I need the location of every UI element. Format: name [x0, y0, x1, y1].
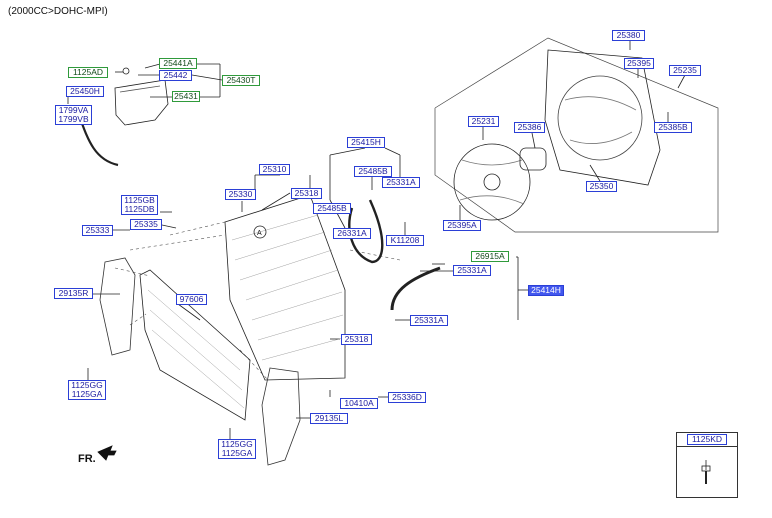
callout-1125GG-1125GA-left[interactable]: 1125GG 1125GA: [68, 380, 106, 400]
callout-25395A[interactable]: 25395A: [443, 220, 481, 231]
alignment-line: [169, 221, 226, 236]
callout-25235[interactable]: 25235: [669, 65, 701, 76]
callout-25335[interactable]: 25335: [130, 219, 162, 230]
callout-97606[interactable]: 97606: [176, 294, 207, 305]
radiator-body: [224, 194, 346, 381]
callout-25310[interactable]: 25310: [259, 164, 290, 175]
upper-hose: [348, 199, 384, 264]
fan-hub: [483, 173, 501, 191]
radiator-fin: [234, 231, 326, 261]
alignment-line: [114, 267, 151, 277]
callout-25385B[interactable]: 25385B: [654, 122, 692, 133]
alignment-line: [129, 234, 226, 251]
leader-line: [329, 147, 366, 156]
reservoir-cap: [122, 67, 130, 75]
radiator-fin: [239, 249, 333, 281]
radiator-fin: [257, 314, 344, 341]
fan-blade-curve: [459, 159, 525, 205]
leader-line: [161, 224, 177, 229]
callout-25231[interactable]: 25231: [468, 116, 499, 127]
callout-25442[interactable]: 25442: [159, 70, 192, 81]
callout-25485B-upper[interactable]: 25485B: [354, 166, 392, 177]
condenser-body: [139, 269, 251, 421]
callout-1125GA[interactable]: 1125GA: [71, 389, 103, 399]
callout-1799VA-1799VB[interactable]: 1799VA 1799VB: [55, 105, 92, 125]
front-arrow-icon: [97, 445, 117, 461]
leader-line: [677, 74, 686, 89]
leader-line: [177, 303, 201, 321]
callout-1125GG[interactable]: 1125GG: [71, 380, 103, 390]
condenser-fin: [147, 289, 241, 371]
callout-K11208[interactable]: K11208: [386, 235, 424, 246]
shroud-vane: [564, 96, 637, 144]
fan-shroud: [544, 49, 661, 186]
lower-hose: [390, 266, 441, 311]
condenser-fin: [151, 329, 245, 409]
callout-25441A[interactable]: 25441A: [159, 58, 197, 69]
callout-1125DB[interactable]: 1125DB: [124, 204, 155, 214]
condenser-fin: [149, 309, 243, 391]
inset-box: 1125KD: [676, 432, 738, 498]
callout-1125AD[interactable]: 1125AD: [68, 67, 108, 78]
callout-25415H[interactable]: 25415H: [347, 137, 385, 148]
callout-29135R[interactable]: 29135R: [54, 288, 93, 299]
callout-25331A-lower[interactable]: 25331A: [410, 315, 448, 326]
leader-line: [144, 63, 161, 69]
callout-1799VA[interactable]: 1799VA: [58, 105, 89, 115]
callout-25333[interactable]: 25333: [82, 225, 113, 236]
callout-26915A[interactable]: 26915A: [471, 251, 509, 262]
callout-1125GA[interactable]: 1125GA: [221, 448, 253, 458]
callout-1799VB[interactable]: 1799VB: [58, 114, 89, 124]
callout-25330[interactable]: 25330: [225, 189, 256, 200]
callout-25485B-middle[interactable]: 25485B: [313, 203, 351, 214]
callout-25318-upper[interactable]: 25318: [291, 188, 322, 199]
callout-25331A-middle[interactable]: 25331A: [453, 265, 491, 276]
radiator-fin: [261, 337, 344, 361]
radiator-fin: [245, 269, 339, 301]
callout-25395[interactable]: 25395: [624, 58, 654, 69]
inset-header: 1125KD: [677, 433, 737, 447]
radiator-fin: [251, 291, 343, 321]
reservoir-body: [114, 79, 169, 126]
callout-29135L[interactable]: 29135L: [310, 413, 348, 424]
reservoir-line: [119, 85, 161, 93]
callout-10410A[interactable]: 10410A: [340, 398, 378, 409]
callout-25430T[interactable]: 25430T: [222, 75, 260, 86]
leader-line: [384, 147, 401, 156]
callout-25450H[interactable]: 25450H: [66, 86, 104, 97]
callout-25431[interactable]: 25431: [172, 91, 200, 102]
callout-1125GB-1125DB[interactable]: 1125GB 1125DB: [121, 195, 158, 215]
front-direction-label: FR.: [78, 453, 96, 465]
fan-blade: [453, 143, 531, 221]
leader-line: [589, 164, 601, 182]
leader-line: [191, 74, 223, 81]
callout-1125GG-1125GA-bottom[interactable]: 1125GG 1125GA: [218, 439, 256, 459]
air-guard-left: [261, 367, 301, 466]
leader-line: [261, 192, 291, 211]
overflow-hose: [78, 117, 119, 167]
reference-circle-a: [253, 225, 267, 239]
callout-25331A-upper[interactable]: 25331A: [382, 177, 420, 188]
leader-line: [531, 132, 536, 149]
fan-assembly-frame: [434, 37, 719, 233]
callout-25386[interactable]: 25386: [514, 122, 545, 133]
radiator-fin: [231, 214, 319, 241]
engine-spec-caption: (2000CC>DOHC-MPI): [8, 6, 108, 17]
callout-25380[interactable]: 25380: [612, 30, 645, 41]
callout-1125KD[interactable]: 1125KD: [687, 434, 727, 445]
callout-1125GG[interactable]: 1125GG: [221, 439, 253, 449]
fan-motor: [519, 147, 547, 171]
callout-26331A[interactable]: 26331A: [333, 228, 371, 239]
callout-25336D[interactable]: 25336D: [388, 392, 426, 403]
callout-25350[interactable]: 25350: [586, 181, 617, 192]
callout-25318-lower[interactable]: 25318: [341, 334, 372, 345]
callout-1125GB[interactable]: 1125GB: [124, 195, 155, 205]
reference-letter-a: A: [257, 230, 262, 237]
callout-25414H-selected[interactable]: 25414H: [528, 285, 564, 296]
shroud-ring: [557, 75, 643, 161]
air-guard-right: [99, 257, 136, 356]
